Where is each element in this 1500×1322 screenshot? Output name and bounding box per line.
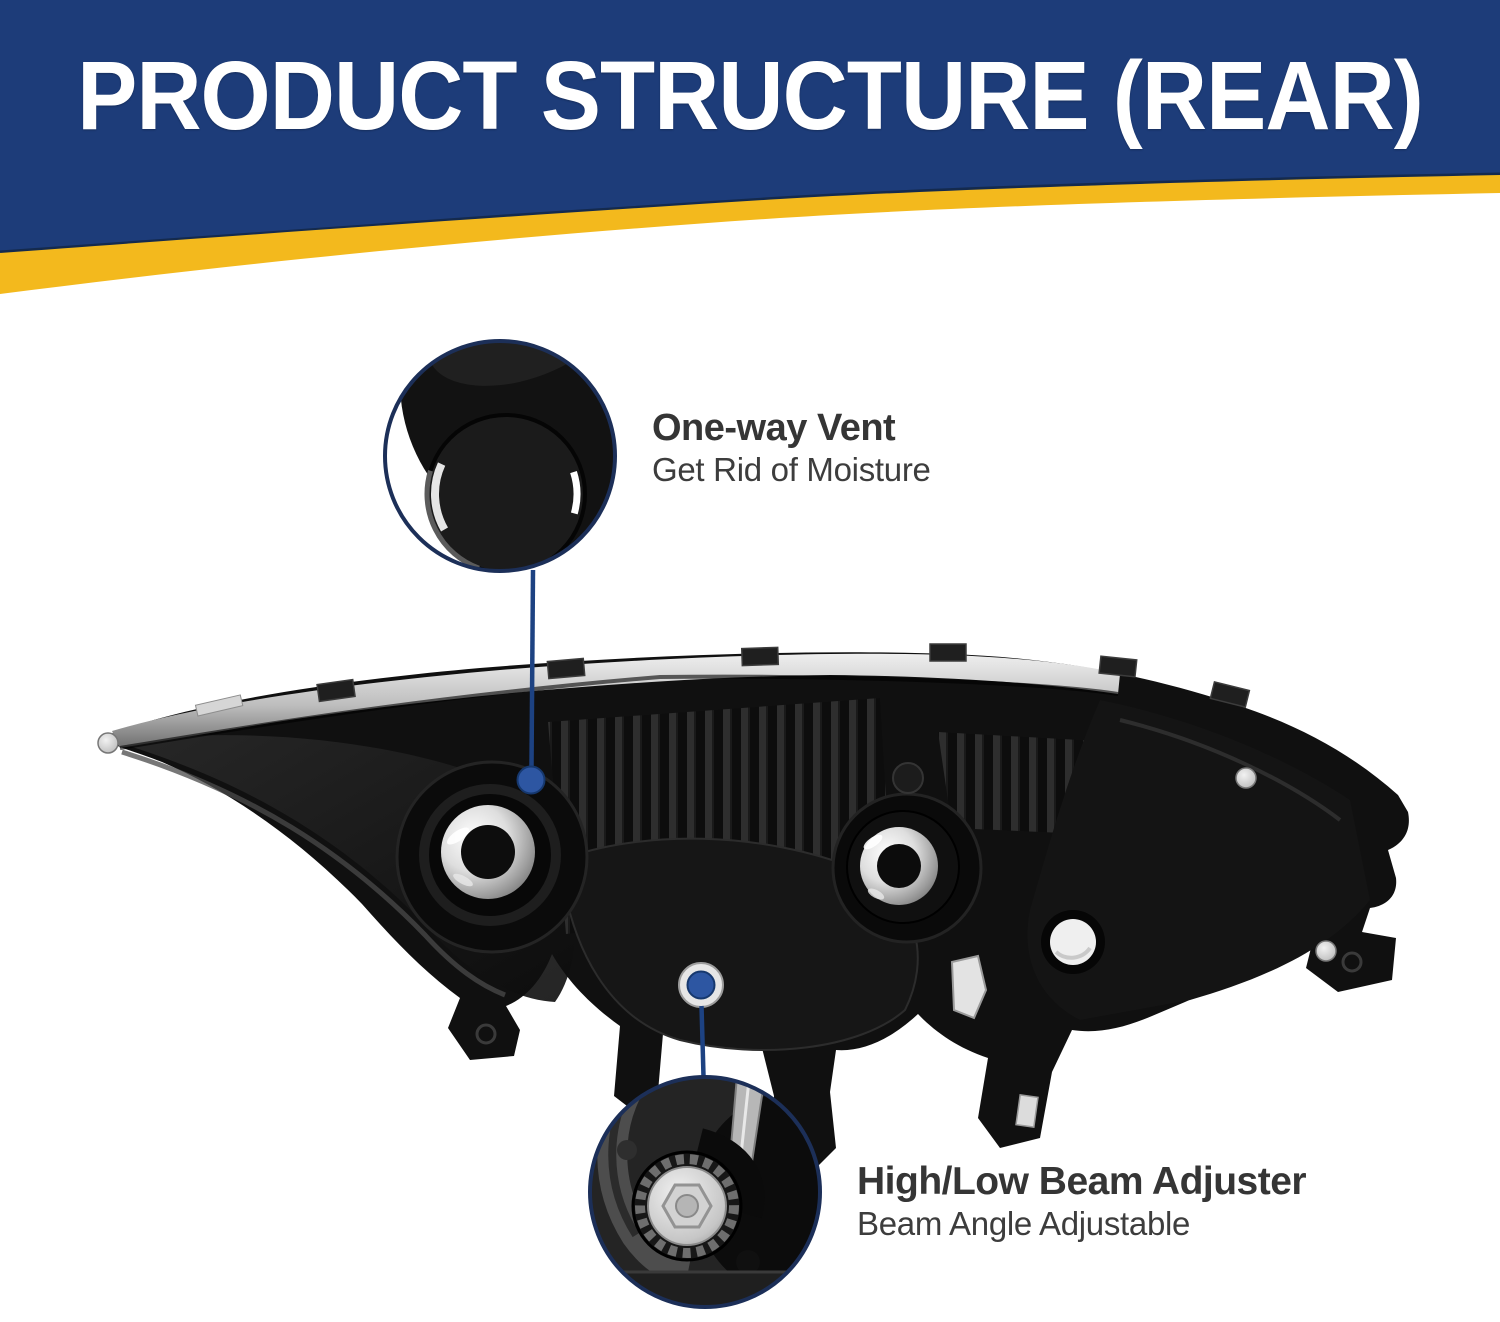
metal-spring-clip bbox=[950, 954, 988, 1020]
vent-label: One-way Vent Get Rid of Moisture bbox=[652, 406, 931, 490]
vent-subtitle: Get Rid of Moisture bbox=[652, 451, 931, 488]
bracket-hole-left bbox=[475, 1023, 497, 1045]
tip-metal-clip bbox=[194, 694, 244, 717]
adjuster-subtitle: Beam Angle Adjustable bbox=[857, 1205, 1191, 1242]
adjuster-callout bbox=[588, 970, 822, 1309]
right-panel-highlight bbox=[1119, 718, 1342, 822]
adjuster-label: High/Low Beam Adjuster Beam Angle Adjust… bbox=[857, 1160, 1307, 1244]
adjuster-connector-line bbox=[699, 1005, 706, 1077]
header-banner bbox=[0, 0, 1500, 294]
socket-knob bbox=[892, 762, 924, 794]
retainer-clips bbox=[316, 643, 1251, 708]
header-edge-line bbox=[0, 172, 1500, 254]
adjuster-zoom-photo bbox=[590, 1077, 820, 1307]
locator-dot-icon bbox=[516, 765, 546, 795]
right-housing-panel bbox=[1027, 700, 1370, 1020]
vent-connector-line bbox=[529, 569, 536, 767]
headlight-assembly-photo bbox=[97, 643, 1409, 1182]
bulb-dust-cap bbox=[1041, 910, 1105, 974]
bowl-highlight bbox=[121, 749, 506, 998]
adjuster-title: High/Low Beam Adjuster bbox=[857, 1160, 1307, 1203]
page-title: PRODUCT STRUCTURE (REAR) bbox=[77, 41, 1424, 150]
metal-clip-small bbox=[1015, 1094, 1039, 1128]
lens-rim-strip bbox=[112, 653, 1120, 748]
left-bulb-socket bbox=[395, 760, 589, 954]
lens-rim-shadow bbox=[119, 674, 1119, 750]
vent-callout-circle bbox=[383, 339, 617, 573]
mounting-screws bbox=[97, 732, 1337, 962]
adjuster-gear-teeth bbox=[635, 1154, 739, 1258]
adjuster-callout-circle bbox=[588, 1075, 822, 1309]
center-housing-bulge bbox=[558, 837, 919, 1051]
locator-dot-icon bbox=[686, 970, 716, 1000]
header-blue-shape bbox=[0, 0, 1500, 252]
vent-title: One-way Vent bbox=[652, 407, 896, 449]
right-bulb-socket bbox=[831, 762, 983, 944]
header-yellow-stripe bbox=[0, 175, 1500, 294]
bracket-hole bbox=[1341, 951, 1363, 973]
